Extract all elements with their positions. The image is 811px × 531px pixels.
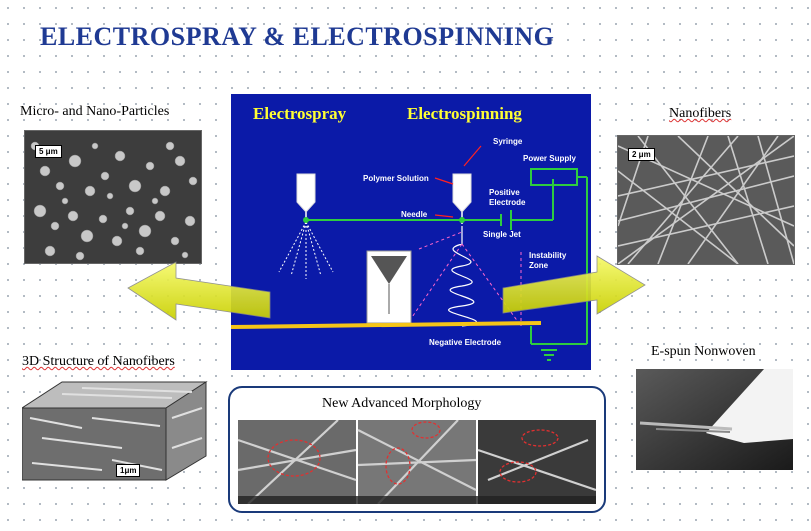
morphology-texture: [237, 419, 597, 505]
electrospray-heading: Electrospray: [253, 104, 347, 123]
nonwoven-texture: [636, 369, 793, 470]
particles-micrograph: 5 μm: [24, 130, 202, 264]
label-needle: Needle: [401, 210, 428, 219]
label-power-supply: Power Supply: [523, 154, 576, 163]
caption-nanofibers: Nanofibers: [669, 106, 732, 121]
page-title: ELECTROSPRAY & ELECTROSPINNING: [40, 22, 555, 51]
electrospinning-heading: Electrospinning: [407, 104, 522, 123]
label-instability: Instability: [529, 251, 567, 260]
caption-3d-structure: 3D Structure of Nanofibers: [22, 354, 175, 369]
label-electrode: Electrode: [489, 198, 526, 207]
scale-bar-nanofibers: 2 μm: [628, 148, 655, 161]
scale-bar-particles: 5 μm: [35, 145, 62, 158]
setup-schematic: [231, 145, 588, 361]
label-single-jet: Single Jet: [483, 230, 521, 239]
label-polymer-solution: Polymer Solution: [363, 174, 429, 183]
caption-morphology: New Advanced Morphology: [322, 396, 482, 411]
label-zone: Zone: [529, 261, 549, 270]
caption-particles: Micro- and Nano-Particles: [20, 104, 170, 119]
label-syringe: Syringe: [493, 137, 523, 146]
morphology-panel: New Advanced Morphology: [228, 386, 606, 513]
3d-block-texture: [20, 381, 208, 481]
morphology-micrographs: [237, 419, 597, 505]
caption-nonwoven: E-spun Nonwoven: [651, 344, 756, 359]
label-negative-electrode: Negative Electrode: [429, 338, 502, 347]
label-positive: Positive: [489, 188, 520, 197]
3d-structure-block: 1μm: [20, 378, 212, 482]
nonwoven-photo: [636, 369, 793, 470]
electrospinning-diagram: Electrospray Electrospinning: [231, 94, 591, 370]
nanofibers-micrograph: 2 μm: [617, 135, 795, 265]
scale-bar-3d: 1μm: [116, 464, 141, 477]
